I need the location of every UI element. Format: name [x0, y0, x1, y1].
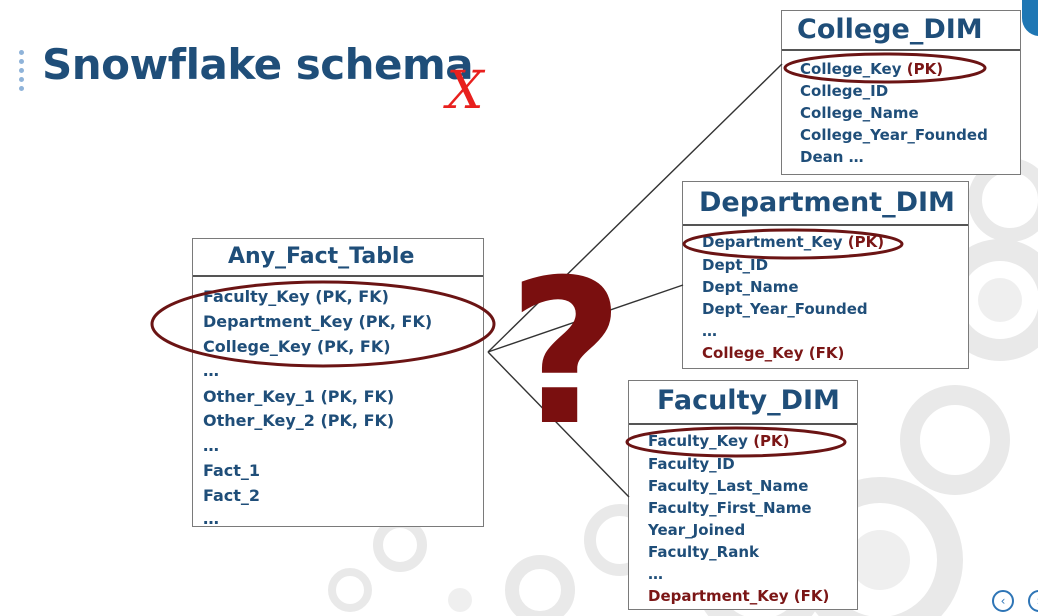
fact-table-header: Any_Fact_Table: [193, 239, 483, 277]
faculty-dim-key-row: Faculty_Key (PK): [648, 432, 790, 450]
fact-row-department-key: Department_Key (PK, FK): [203, 312, 433, 331]
college-key-tag: (PK): [906, 60, 944, 78]
chevron-left-icon[interactable]: ‹: [992, 590, 1014, 612]
faculty-dim-row-first-name: Faculty_First_Name: [648, 499, 812, 517]
department-dim-row-ellipsis: …: [702, 322, 717, 340]
fact-row-other-key-2: Other_Key_2 (PK, FK): [203, 411, 395, 430]
faculty-dim-row-department-fk: Department_Key (FK): [648, 587, 830, 605]
college-key-name: College_Key: [800, 60, 902, 78]
faculty-dim-row-year-joined: Year_Joined: [648, 521, 746, 539]
college-dim-row-dean: Dean …: [800, 148, 864, 166]
faculty-key-name: Faculty_Key: [648, 432, 748, 450]
department-dim-table: Department_DIM Department_Key (PK) Dept_…: [682, 181, 969, 369]
college-dim-row-id: College_ID: [800, 82, 889, 100]
faculty-dim-row-last-name: Faculty_Last_Name: [648, 477, 809, 495]
college-dim-header: College_DIM: [782, 11, 1020, 51]
department-dim-row-college-fk: College_Key (FK): [702, 344, 845, 362]
faculty-dim-header: Faculty_DIM: [629, 381, 857, 425]
college-dim-key-row: College_Key (PK): [800, 60, 943, 78]
fact-row-other-key-1: Other_Key_1 (PK, FK): [203, 387, 395, 406]
college-dim-row-name: College_Name: [800, 104, 919, 122]
fact-row-faculty-key: Faculty_Key (PK, FK): [203, 287, 389, 306]
fact-row-fact-2: Fact_2: [203, 486, 261, 505]
faculty-dim-row-ellipsis: …: [648, 565, 663, 583]
fact-row-ellipsis: …: [203, 509, 219, 528]
fact-row-college-key: College_Key (PK, FK): [203, 337, 391, 356]
faculty-dim-row-rank: Faculty_Rank: [648, 543, 759, 561]
department-dim-header: Department_DIM: [683, 182, 968, 226]
fact-row-ellipsis: …: [203, 436, 219, 455]
department-dim-key-row: Department_Key (PK): [702, 233, 884, 251]
department-dim-row-year-founded: Dept_Year_Founded: [702, 300, 868, 318]
college-dim-row-year-founded: College_Year_Founded: [800, 126, 988, 144]
department-key-name: Department_Key: [702, 233, 843, 251]
college-dim-table: College_DIM College_Key (PK) College_ID …: [781, 10, 1021, 175]
department-key-tag: (PK): [847, 233, 885, 251]
faculty-key-tag: (PK): [753, 432, 790, 450]
department-dim-row-name: Dept_Name: [702, 278, 799, 296]
slide-title: Snowflake schema: [42, 40, 474, 89]
title-bullet-dots: [19, 50, 27, 95]
fact-table: Any_Fact_Table Faculty_Key (PK, FK) Depa…: [192, 238, 484, 528]
fact-row-fact-1: Fact_1: [203, 461, 261, 480]
faculty-dim-row-id: Faculty_ID: [648, 455, 735, 473]
faculty-dim-table: Faculty_DIM Faculty_Key (PK) Faculty_ID …: [628, 380, 858, 610]
fact-row-ellipsis: …: [203, 361, 219, 380]
department-dim-row-id: Dept_ID: [702, 256, 769, 274]
